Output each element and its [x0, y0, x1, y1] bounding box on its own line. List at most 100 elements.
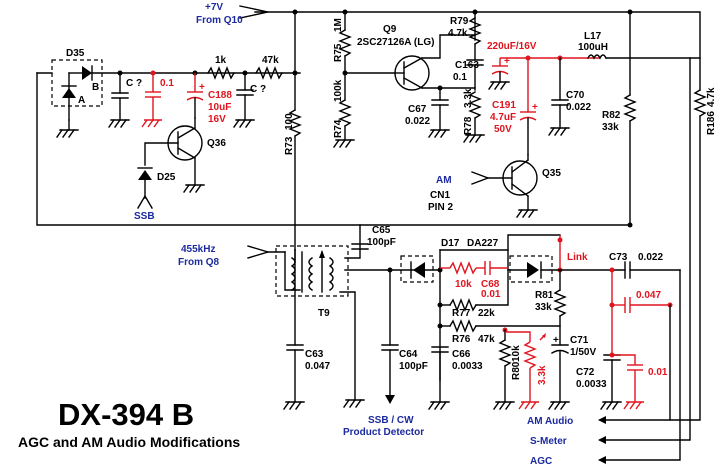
label-c64: C64	[399, 349, 418, 360]
label-r-1k: 1k	[215, 55, 227, 66]
label-r82: R82	[602, 110, 621, 121]
net-am: AM	[436, 175, 452, 186]
capacitor-220uf-added: +	[488, 56, 600, 90]
transformer-t9	[275, 245, 349, 297]
label-q9: Q9	[383, 24, 397, 35]
label-q9-type: 2SC27126A (LG)	[357, 37, 434, 48]
label-r79: R79	[450, 16, 469, 27]
label-q36: Q36	[207, 138, 226, 149]
page-title: DX-394 B	[58, 397, 194, 432]
label-c-047: 0.047	[636, 290, 661, 301]
net-plus7v: +7V	[205, 2, 223, 13]
label-d35: D35	[66, 48, 85, 59]
label-c-001: 0.01	[648, 367, 668, 378]
supply-rail	[239, 5, 701, 111]
label-r76-value: 47k	[478, 334, 495, 345]
label-d25: D25	[157, 172, 176, 183]
resistor-r73	[288, 109, 302, 137]
label-r74-value: 100k	[333, 79, 344, 102]
net-s-meter: S-Meter	[530, 436, 567, 447]
label-c188-value: 10uF	[208, 102, 231, 113]
d17-diode-left	[400, 255, 441, 283]
resistor-r77	[449, 298, 477, 312]
d35-diode-pair	[51, 59, 103, 121]
label-c-unknown-1: C ?	[126, 78, 142, 89]
label-r186-value: 4.7k	[706, 87, 717, 107]
resistor-r76	[449, 319, 477, 333]
resistor-r82	[623, 94, 637, 122]
label-t9: T9	[318, 308, 330, 319]
resistor-r78	[468, 91, 482, 119]
net-cn1: CN1	[430, 190, 450, 201]
label-c191-value: 4.7uF	[490, 112, 516, 123]
label-c70: C70	[566, 90, 585, 101]
label-c63-value: 0.047	[305, 361, 330, 372]
label-c65: C65	[372, 225, 391, 236]
page-subtitle: AGC and AM Audio Modifications	[18, 434, 240, 450]
capacitor-c-unknown-2	[233, 72, 255, 128]
resistor-47k	[255, 66, 283, 80]
label-r78: R78	[463, 116, 474, 135]
label-r-47k: 47k	[262, 55, 279, 66]
capacitor-c191: +	[519, 58, 538, 156]
label-c-220uf: 220uF/16V	[487, 41, 537, 52]
resistor-r186	[693, 89, 707, 117]
label-d17: D17	[441, 238, 460, 249]
net-from-q8: From Q8	[178, 257, 220, 268]
label-r74: R74	[333, 119, 344, 138]
label-q35: Q35	[542, 168, 561, 179]
net-455khz: 455kHz	[181, 244, 215, 255]
diode-d25	[137, 167, 153, 209]
net-ssb-cw: SSB / CW	[368, 415, 414, 426]
label-d35-a: A	[78, 95, 85, 106]
capacitor-c188: +	[186, 73, 205, 119]
label-r-33k: 3.3k	[537, 365, 548, 385]
label-c163-value: 0.1	[453, 72, 467, 83]
label-c73: C73	[609, 252, 628, 263]
svg-text:+: +	[553, 335, 559, 346]
label-c68: C68	[481, 279, 500, 290]
label-c64-value: 100pF	[399, 361, 428, 372]
label-c188-voltage: 16V	[208, 114, 226, 125]
label-r186: R186	[706, 111, 717, 135]
net-pin2: PIN 2	[428, 202, 453, 213]
transistor-q35	[471, 154, 538, 218]
label-c67-value: 0.022	[405, 116, 430, 127]
label-d35-b: B	[92, 82, 99, 93]
label-c68-value: 0.01	[481, 289, 501, 300]
label-cap-01: 0.1	[160, 78, 174, 89]
label-c163: C163	[455, 60, 479, 71]
label-r77: R77	[452, 308, 471, 319]
label-c71-value: 1/50V	[570, 347, 596, 358]
label-c65-value: 100pF	[367, 237, 396, 248]
net-from-q10: From Q10	[196, 15, 243, 26]
label-c188: C188	[208, 90, 232, 101]
svg-text:+: +	[532, 102, 538, 113]
label-c191: C191	[492, 100, 516, 111]
label-c73-value: 0.022	[638, 252, 663, 263]
label-c71: C71	[570, 335, 589, 346]
resistor-r81	[553, 289, 567, 317]
net-product-detector: Product Detector	[343, 427, 424, 438]
label-r75-value: 1M	[333, 18, 344, 32]
resistor-r75	[338, 29, 352, 57]
label-c66: C66	[452, 349, 471, 360]
resistor-1k	[207, 66, 235, 80]
label-l17-value: 100uH	[578, 42, 608, 53]
resistor-r79	[468, 17, 482, 45]
resistor-r80	[498, 339, 512, 367]
label-r81: R81	[535, 290, 554, 301]
label-r78-value: 3.3k	[463, 88, 474, 108]
net-link: Link	[567, 252, 588, 263]
label-r73: R73	[284, 136, 295, 155]
label-l17: L17	[584, 31, 602, 42]
label-r75: R75	[333, 43, 344, 62]
svg-text:+: +	[504, 56, 510, 67]
transistor-q9	[394, 34, 476, 101]
label-c67: C67	[408, 104, 427, 115]
capacitor-c-unknown-1	[108, 72, 130, 128]
label-c63: C63	[305, 349, 324, 360]
label-r77-value: 22k	[478, 308, 495, 319]
capacitor-01-added	[141, 73, 162, 128]
